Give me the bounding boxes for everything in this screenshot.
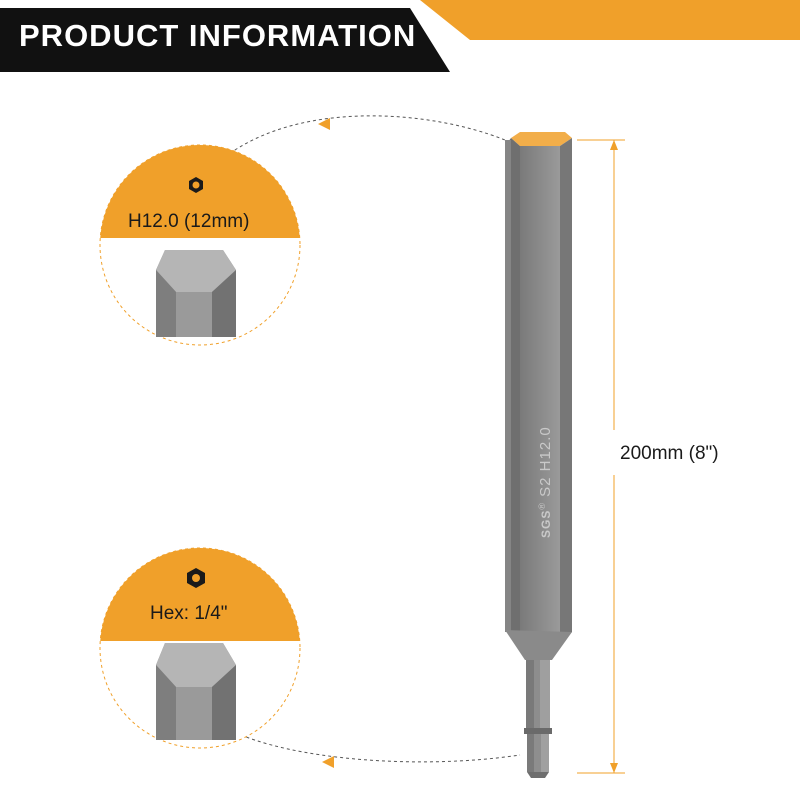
top-dashed-arc (224, 115, 506, 158)
hex-shank-closeup (156, 643, 236, 740)
header-banner: PRODUCT INFORMATION (0, 0, 800, 72)
top-arc-arrow (318, 118, 330, 130)
callout-tip (99, 144, 301, 346)
engraving-text: S2 H12.0 (537, 426, 554, 497)
bit-engraving: SGS® S2 H12.0 (537, 426, 554, 538)
callout-shank (99, 547, 301, 749)
length-dimension (577, 139, 625, 774)
tip-size-label: H12.0 (12mm) (128, 211, 250, 232)
engraving-brand: SGS (539, 509, 553, 538)
engraving-mark: ® (537, 502, 547, 510)
hex-bit (505, 132, 572, 778)
bottom-dashed-arc (229, 729, 521, 763)
page-title: PRODUCT INFORMATION (19, 18, 417, 53)
hex-tip-closeup (156, 250, 236, 337)
banner-shape (0, 0, 800, 72)
length-label: 200mm (8") (620, 443, 719, 464)
bottom-arc-arrow (322, 756, 334, 768)
shank-size-label: Hex: 1/4" (150, 603, 228, 624)
